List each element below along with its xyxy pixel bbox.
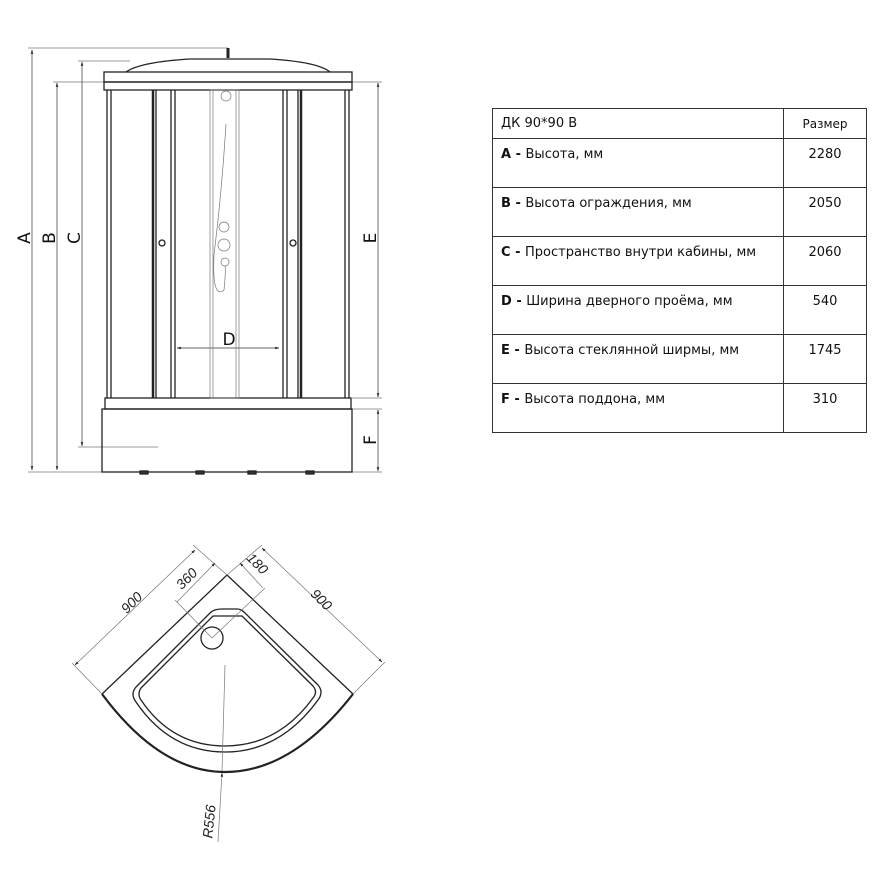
row-sep: - — [510, 245, 525, 260]
row-sep: - — [509, 392, 525, 407]
row-key: A — [501, 147, 512, 162]
row-label: Высота ограждения, мм — [525, 196, 692, 211]
dim-drain-offset2: 180 — [244, 550, 272, 578]
label-e: E — [361, 233, 381, 244]
label-c: C — [65, 232, 85, 244]
row-label: Высота поддона, мм — [524, 392, 666, 407]
shower-panel — [209, 89, 240, 399]
table-row: E - Высота стеклянной ширмы, мм 1745 — [492, 334, 867, 384]
row-sep: - — [510, 196, 526, 211]
plan-dimension-lines — [71, 544, 386, 843]
row-key: B — [501, 196, 511, 211]
row-value: 2060 — [783, 236, 867, 286]
row-label: Высота, мм — [525, 147, 604, 162]
row-label: Высота стеклянной ширмы, мм — [524, 343, 740, 358]
row-label: Ширина дверного проёма, мм — [526, 294, 733, 309]
row-key: F — [501, 392, 510, 407]
dimension-lines — [30, 49, 380, 472]
table-row: D - Ширина дверного проёма, мм 540 — [492, 285, 867, 335]
label-f: F — [361, 435, 381, 445]
row-key: D — [501, 294, 512, 309]
table-row: A - Высота, мм 2280 — [492, 138, 867, 188]
label-a: A — [15, 232, 35, 244]
row-value: 540 — [783, 285, 867, 335]
row-label: Пространство внутри кабины, мм — [525, 245, 757, 260]
table-row: F - Высота поддона, мм 310 — [492, 383, 867, 433]
dim-width-left: 900 — [118, 588, 146, 616]
spec-title: ДК 90*90 B — [492, 108, 784, 139]
label-b: B — [40, 232, 60, 244]
dim-width-right: 900 — [308, 586, 336, 614]
table-row: B - Высота ограждения, мм 2050 — [492, 187, 867, 237]
spec-table: ДК 90*90 B Размер A - Высота, мм 2280 B -… — [492, 108, 867, 433]
dim-drain-offset: 360 — [173, 564, 201, 592]
row-value: 1745 — [783, 334, 867, 384]
dim-radius: R556 — [199, 804, 218, 839]
table-row: C - Пространство внутри кабины, мм 2060 — [492, 236, 867, 286]
row-value: 2280 — [783, 138, 867, 188]
row-key: C — [501, 245, 511, 260]
spec-table-header: ДК 90*90 B Размер — [492, 108, 867, 139]
row-sep: - — [511, 294, 527, 309]
row-sep: - — [511, 147, 526, 162]
row-value: 2050 — [783, 187, 867, 237]
row-key: E — [501, 343, 510, 358]
row-value: 310 — [783, 383, 867, 433]
value-header: Размер — [783, 108, 867, 139]
row-sep: - — [509, 343, 525, 358]
label-d: D — [222, 330, 235, 350]
